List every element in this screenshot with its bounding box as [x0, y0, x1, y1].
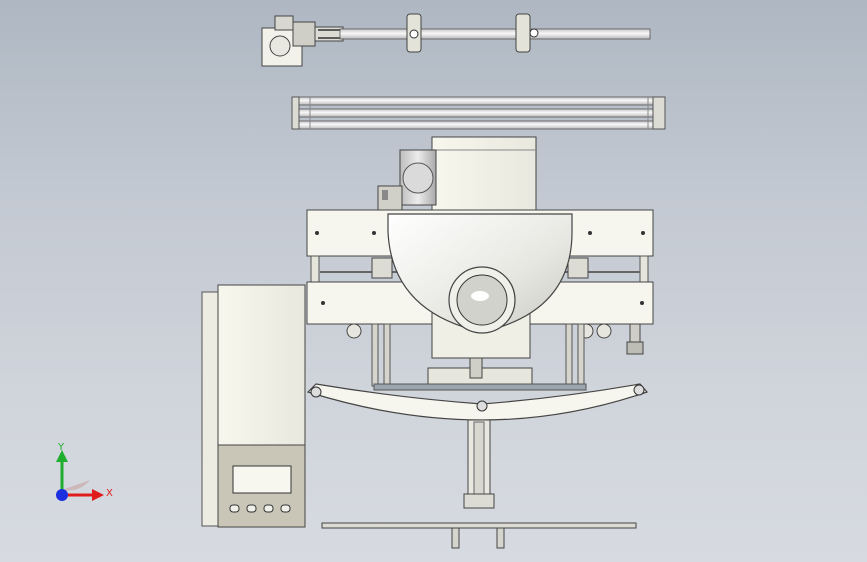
orientation-triad[interactable]: Y X: [42, 440, 122, 510]
guide-post: [383, 323, 391, 387]
triad-arc: [62, 480, 90, 491]
cutter-foot: [496, 527, 505, 549]
bearing-block-2: [515, 13, 531, 53]
gear-detail: [382, 190, 388, 200]
drive-shaft: [339, 28, 651, 40]
roller-wheel: [346, 323, 362, 339]
guide-rod-set[interactable]: [291, 96, 666, 130]
motor-shaft-end: [269, 35, 291, 57]
arm-center-pivot: [476, 400, 488, 412]
base-rail: [373, 383, 587, 391]
cutter-foot: [451, 527, 460, 549]
control-button-2[interactable]: [246, 504, 257, 513]
hopper-box: [431, 136, 537, 214]
guide-post: [577, 323, 585, 387]
bottom-cutter-bar: [321, 522, 637, 529]
cylinder-rod: [473, 421, 485, 497]
x-axis-arrowhead: [92, 489, 104, 501]
plate-bracket: [469, 357, 483, 379]
arm-pivot: [310, 386, 322, 398]
control-button-1[interactable]: [229, 504, 240, 513]
z-axis-dot: [56, 489, 68, 501]
cylinder-fitting: [626, 341, 644, 355]
coupling-left: [292, 21, 316, 47]
frame-bolt: [315, 231, 319, 235]
top-shaft-assembly[interactable]: [261, 13, 651, 67]
frame-bolt: [372, 231, 376, 235]
guide-rod: [295, 108, 665, 118]
rod-end-cap-right: [652, 96, 666, 130]
opening-highlight: [471, 291, 489, 301]
cylinder-base: [463, 493, 495, 509]
guide-post: [565, 323, 573, 387]
frame-bolt: [641, 231, 645, 235]
roller-wheel: [596, 323, 612, 339]
frame-bolt: [640, 301, 644, 305]
guide-rod: [295, 120, 665, 130]
frame-bolt: [321, 301, 325, 305]
triad-graphic: [56, 450, 104, 501]
main-machine-body[interactable]: [306, 136, 654, 549]
control-button-4[interactable]: [280, 504, 291, 513]
y-axis-arrowhead: [56, 450, 68, 462]
rod-end-cap-left: [291, 96, 300, 130]
cabinet-upper: [217, 284, 306, 446]
control-button-3[interactable]: [263, 504, 274, 513]
slide-block: [567, 257, 589, 279]
bearing-bolt: [529, 28, 539, 38]
y-axis-label: Y: [58, 442, 65, 453]
lcd-display: [232, 465, 292, 494]
slide-block: [371, 257, 393, 279]
frame-bolt: [588, 231, 592, 235]
coupling-right: [314, 26, 344, 42]
bearing-bolt: [409, 29, 419, 39]
control-cabinet[interactable]: [201, 284, 306, 528]
guide-post: [371, 323, 379, 387]
cabinet-side-door: [201, 291, 221, 527]
guide-rod: [295, 96, 665, 106]
motor-endcap: [402, 162, 434, 194]
x-axis-label: X: [106, 488, 113, 499]
motor-flange: [274, 15, 294, 31]
arm-pivot: [633, 384, 645, 396]
